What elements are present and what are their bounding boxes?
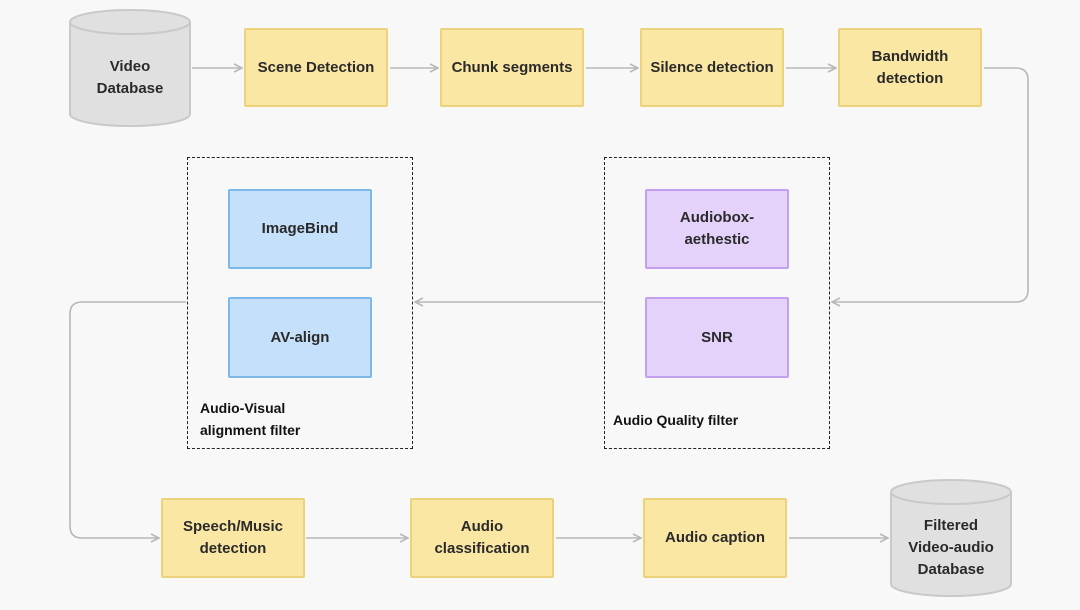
speech-music-detection-label: Speech/Music detection (182, 518, 284, 557)
video-database-cylinder (69, 9, 191, 127)
filtered-database-cylinder (890, 479, 1012, 597)
audio-quality-filter-group (604, 157, 830, 449)
scene-detection-label: Scene Detection (257, 58, 375, 76)
filtered-database-label: Filtered Video-audio Database (908, 517, 994, 578)
scene-detection-box[interactable]: Scene Detection (244, 28, 388, 107)
av-alignment-filter-label: Audio-Visual alignment filter (200, 400, 301, 438)
imagebind-box[interactable]: ImageBind (228, 189, 372, 269)
imagebind-label: ImageBind (261, 220, 339, 237)
bandwidth-detection-box[interactable]: Bandwidth detection (838, 28, 982, 107)
audiobox-aesthetic-label: Audiobox- aethestic (679, 209, 755, 248)
av-align-label: AV-align (270, 328, 330, 346)
chunk-segments-label: Chunk segments (451, 58, 573, 76)
arrow-av-to-speech (69, 301, 186, 538)
audio-classification-box[interactable]: Audio classification (410, 498, 554, 578)
silence-detection-label: Silence detection (650, 58, 774, 76)
bandwidth-detection-label: Bandwidth detection (871, 47, 949, 87)
audiobox-aesthetic-box[interactable]: Audiobox- aethestic (645, 189, 789, 269)
audio-caption-box[interactable]: Audio caption (643, 498, 787, 578)
av-align-box[interactable]: AV-align (228, 297, 372, 378)
video-database-label: Video Database (96, 58, 164, 97)
chunk-segments-box[interactable]: Chunk segments (440, 28, 584, 107)
arrow-bandwidth-to-quality (832, 67, 1029, 302)
audio-classification-label: Audio classification (434, 518, 530, 557)
av-alignment-filter-group (187, 157, 413, 449)
silence-detection-box[interactable]: Silence detection (640, 28, 784, 107)
speech-music-detection-box[interactable]: Speech/Music detection (161, 498, 305, 578)
audio-quality-filter-label: Audio Quality filter (613, 412, 739, 428)
audio-caption-label: Audio caption (665, 529, 765, 546)
snr-label: SNR (701, 328, 733, 346)
snr-box[interactable]: SNR (645, 297, 789, 378)
